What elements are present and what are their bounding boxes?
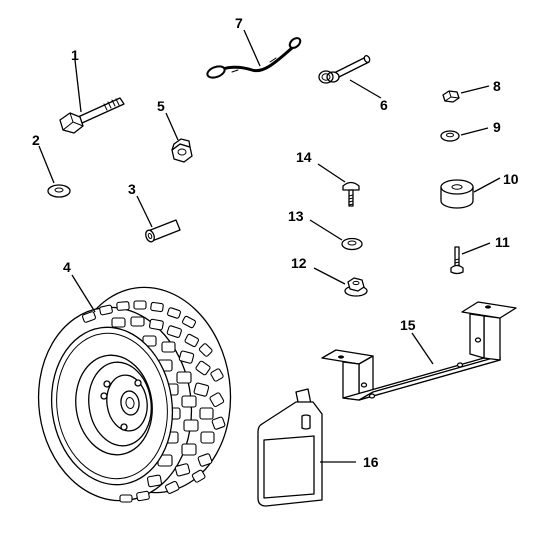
washer-icon: [341, 237, 363, 251]
spacer-tube-icon: [145, 219, 181, 243]
leader-6: [349, 79, 382, 99]
flange-nut-icon: [344, 277, 368, 297]
leader-11: [461, 242, 491, 255]
leader-9: [460, 127, 489, 136]
bushing-icon: [440, 179, 474, 209]
callout-13: 13: [288, 208, 304, 224]
leader-3: [136, 195, 153, 228]
leader-5: [165, 112, 179, 141]
washer-icon: [440, 130, 460, 142]
lock-nut-icon: [171, 138, 193, 163]
leader-8: [460, 85, 490, 94]
callout-9: 9: [493, 119, 501, 135]
callout-1: 1: [71, 47, 79, 63]
flat-washer-icon: [47, 184, 71, 198]
leader-14: [317, 163, 346, 183]
leader-4: [71, 274, 96, 313]
mounting-bracket-icon: [321, 301, 517, 401]
leader-7: [243, 29, 261, 67]
callout-7: 7: [235, 15, 243, 31]
callout-15: 15: [400, 317, 416, 333]
callout-14: 14: [296, 149, 312, 165]
callout-16: 16: [363, 454, 379, 470]
callout-6: 6: [380, 97, 388, 113]
callout-2: 2: [32, 132, 40, 148]
knobby-tire-wheel-icon: [37, 286, 232, 503]
leader-12: [313, 267, 346, 285]
carriage-bolt-icon: [342, 181, 360, 207]
callout-12: 12: [291, 255, 307, 271]
callout-5: 5: [157, 98, 165, 114]
leader-2: [38, 145, 55, 184]
oil-bottle-icon: [257, 388, 323, 507]
callout-4: 4: [63, 259, 71, 275]
leader-15: [411, 332, 434, 365]
leader-13: [309, 219, 343, 241]
leader-1: [74, 59, 82, 113]
hitch-pin-icon: [318, 55, 371, 84]
leader-10: [473, 177, 501, 193]
callout-3: 3: [128, 181, 136, 197]
hex-nut-icon: [442, 90, 460, 103]
callout-11: 11: [495, 234, 510, 250]
lanyard-cable-icon: [206, 37, 302, 79]
carriage-bolt-icon: [450, 246, 464, 275]
hex-bolt-icon: [59, 97, 125, 134]
callout-10: 10: [503, 171, 519, 187]
callout-8: 8: [493, 78, 501, 94]
